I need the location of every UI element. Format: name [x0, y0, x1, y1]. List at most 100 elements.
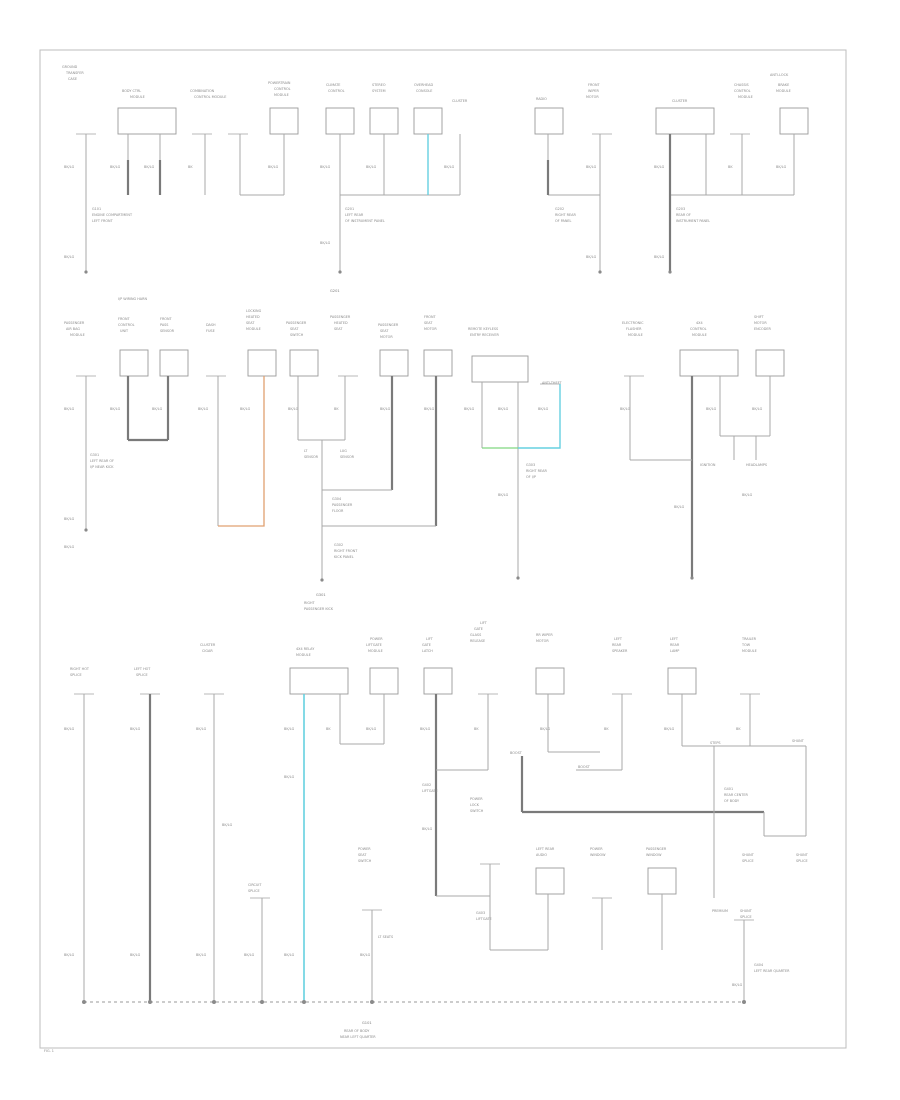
row1-ground-dots [84, 270, 672, 274]
svg-text:REAR CENTER: REAR CENTER [724, 793, 749, 797]
svg-text:G201: G201 [345, 207, 354, 211]
svg-text:BK/LG: BK/LG [130, 727, 141, 731]
svg-text:BK: BK [326, 727, 331, 731]
svg-text:RIGHT HOT: RIGHT HOT [70, 667, 90, 671]
svg-text:BK/LG: BK/LG [706, 407, 717, 411]
svg-text:BK/LG: BK/LG [144, 165, 155, 169]
svg-text:ANTI-THEFT: ANTI-THEFT [542, 381, 562, 385]
svg-text:SPLICE: SPLICE [248, 889, 260, 893]
svg-text:LIFTGATE: LIFTGATE [366, 643, 382, 647]
row3-components [289, 667, 697, 895]
svg-text:PASSENGER: PASSENGER [286, 321, 307, 325]
svg-text:BK/LG: BK/LG [320, 165, 331, 169]
svg-text:BK/LG: BK/LG [110, 165, 121, 169]
svg-text:BK/LG: BK/LG [664, 727, 675, 731]
svg-text:BK/LG: BK/LG [196, 727, 207, 731]
svg-text:CIGAR: CIGAR [202, 649, 213, 653]
svg-text:BK/LG: BK/LG [196, 953, 207, 957]
svg-text:SHUNT: SHUNT [792, 739, 805, 743]
svg-text:RR WIPER: RR WIPER [536, 633, 553, 637]
svg-text:TOW: TOW [741, 643, 751, 647]
svg-text:BK/LG: BK/LG [64, 953, 75, 957]
svg-text:MODULE: MODULE [776, 89, 791, 93]
svg-text:BK/LG: BK/LG [64, 545, 75, 549]
svg-text:BK/LG: BK/LG [424, 407, 435, 411]
svg-text:MODULE: MODULE [246, 327, 261, 331]
svg-text:GATE: GATE [474, 627, 483, 631]
svg-text:BK/LG: BK/LG [64, 255, 75, 259]
svg-text:GROUND: GROUND [62, 65, 78, 69]
svg-text:PASS: PASS [160, 323, 168, 327]
svg-text:MODULE: MODULE [70, 333, 85, 337]
row2-components [119, 349, 785, 383]
svg-text:OF PANEL: OF PANEL [555, 219, 572, 223]
svg-text:SYSTEM: SYSTEM [372, 89, 386, 93]
svg-text:BK/LG: BK/LG [284, 775, 295, 779]
component-box [119, 349, 149, 377]
svg-text:BK/LG: BK/LG [732, 983, 743, 987]
svg-text:SPLICE: SPLICE [740, 915, 752, 919]
svg-text:LAMP: LAMP [670, 649, 679, 653]
svg-text:GLASS: GLASS [470, 633, 481, 637]
svg-text:SPLICE: SPLICE [136, 673, 148, 677]
svg-text:FLOOR: FLOOR [332, 509, 344, 513]
svg-text:SHIFT: SHIFT [754, 315, 765, 319]
svg-text:BK: BK [334, 407, 339, 411]
svg-text:LEFT: LEFT [614, 637, 623, 641]
svg-text:MODULE: MODULE [738, 95, 753, 99]
svg-text:G301: G301 [90, 453, 99, 457]
svg-text:SENSOR: SENSOR [160, 329, 175, 333]
svg-text:LIFT: LIFT [426, 637, 434, 641]
svg-text:BK/LG: BK/LG [320, 241, 331, 245]
component-box [423, 667, 453, 695]
svg-text:BK/LG: BK/LG [420, 727, 431, 731]
svg-text:UNIT: UNIT [120, 329, 129, 333]
svg-text:SHUNT: SHUNT [796, 853, 809, 857]
svg-text:G402: G402 [422, 783, 431, 787]
svg-text:BK/LG: BK/LG [288, 407, 299, 411]
svg-text:LEFT REAR OF: LEFT REAR OF [90, 459, 114, 463]
svg-text:LOCK: LOCK [470, 803, 480, 807]
svg-text:MODULE: MODULE [628, 333, 643, 337]
svg-text:BK/LG: BK/LG [538, 407, 549, 411]
svg-text:BK/LG: BK/LG [360, 953, 371, 957]
svg-text:CONTROL: CONTROL [274, 87, 291, 91]
svg-text:POWER: POWER [370, 637, 383, 641]
row2-ground-dots [84, 528, 694, 582]
svg-text:ENTRY RECEIVER: ENTRY RECEIVER [470, 333, 500, 337]
svg-text:LEFT REAR: LEFT REAR [345, 213, 364, 217]
svg-text:CONSOLE: CONSOLE [416, 89, 432, 93]
svg-text:BOOST: BOOST [578, 765, 591, 769]
component-box [325, 107, 355, 135]
svg-text:BK/LG: BK/LG [464, 407, 475, 411]
svg-text:REAR: REAR [670, 643, 680, 647]
svg-text:BK/LG: BK/LG [654, 165, 665, 169]
component-box [413, 107, 443, 135]
svg-text:BK: BK [474, 727, 479, 731]
svg-text:SPEAKER: SPEAKER [612, 649, 628, 653]
svg-text:CASE: CASE [68, 77, 77, 81]
svg-text:I/P WIRING HARN: I/P WIRING HARN [118, 297, 147, 301]
component-box [117, 107, 177, 135]
svg-text:BK/LG: BK/LG [586, 255, 597, 259]
svg-text:REMOTE KEYLESS: REMOTE KEYLESS [468, 327, 498, 331]
svg-text:MODULE: MODULE [368, 649, 383, 653]
svg-text:DASH: DASH [206, 323, 216, 327]
svg-text:G403: G403 [476, 911, 485, 915]
ground-label-row1: G201 [330, 289, 340, 293]
svg-text:ENCODER: ENCODER [754, 327, 771, 331]
svg-text:FRONT: FRONT [424, 315, 437, 319]
component-box [369, 107, 399, 135]
svg-text:HEATED: HEATED [334, 321, 348, 325]
svg-text:BK/LG: BK/LG [284, 727, 295, 731]
svg-text:BK: BK [604, 727, 609, 731]
svg-text:FRONT: FRONT [588, 83, 601, 87]
svg-text:MODULE: MODULE [130, 95, 145, 99]
svg-text:BK: BK [188, 165, 193, 169]
svg-text:G401: G401 [724, 787, 733, 791]
component-box [647, 867, 677, 895]
row1-components [117, 107, 809, 135]
svg-text:G303: G303 [526, 463, 535, 467]
svg-text:PASSENGER KICK: PASSENGER KICK [304, 607, 334, 611]
